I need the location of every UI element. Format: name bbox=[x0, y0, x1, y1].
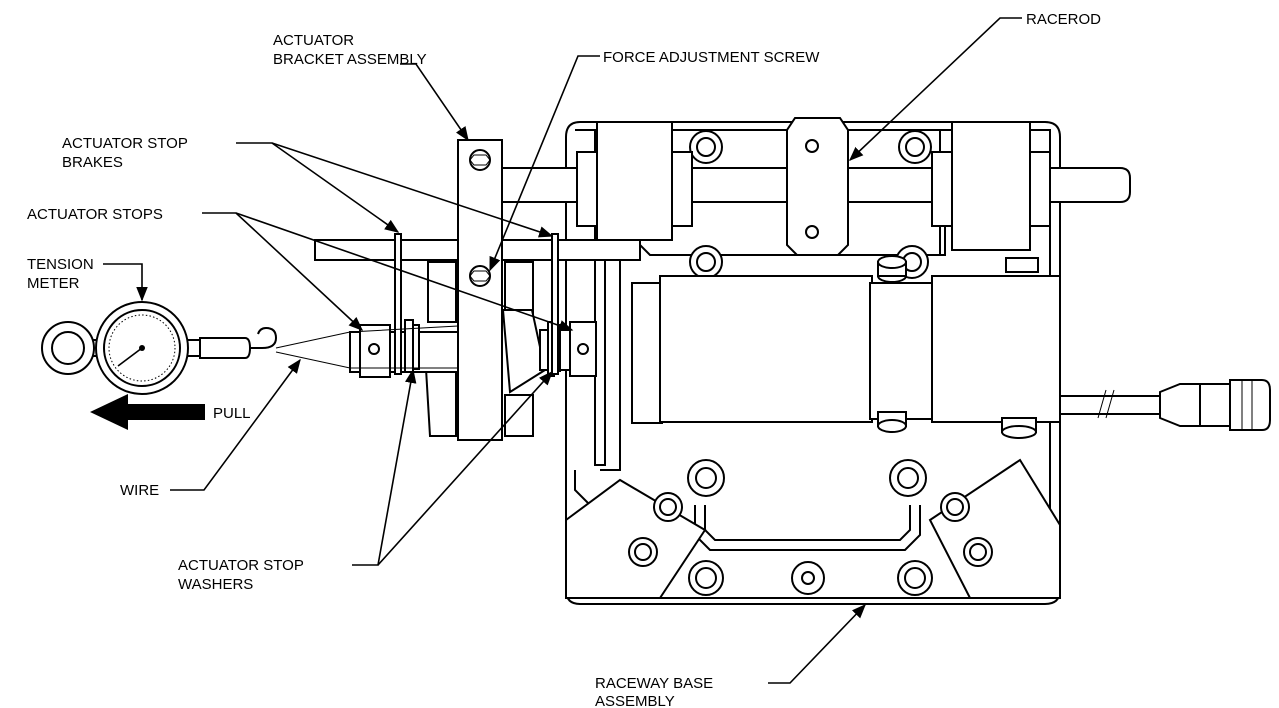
mounting-hole bbox=[897, 560, 933, 596]
mounting-hole bbox=[791, 561, 825, 595]
actuator-bracket-assembly bbox=[314, 139, 641, 441]
label-raceway-base-line1: RACEWAY BASE bbox=[595, 675, 713, 692]
label-actuator-stop-brakes-line1: ACTUATOR STOP bbox=[62, 135, 188, 152]
label-actuator-stop-washers-line2: WASHERS bbox=[178, 576, 253, 593]
mounting-hole bbox=[940, 492, 970, 522]
mounting-hole bbox=[689, 130, 723, 164]
pull-arrow bbox=[90, 394, 205, 430]
mounting-hole bbox=[688, 560, 724, 596]
mounting-hole bbox=[689, 245, 723, 279]
label-tension-meter-line1: TENSION bbox=[27, 256, 94, 273]
label-force-adjustment-screw: FORCE ADJUSTMENT SCREW bbox=[603, 49, 820, 66]
label-raceway-base-line2: ASSEMBLY bbox=[595, 693, 675, 708]
label-actuator-bracket-line1: ACTUATOR bbox=[273, 32, 354, 49]
cable-connector bbox=[1060, 379, 1271, 431]
label-racerod: RACEROD bbox=[1026, 11, 1101, 28]
label-pull: PULL bbox=[213, 405, 251, 422]
tension-meter bbox=[41, 301, 459, 395]
mounting-hole bbox=[963, 537, 993, 567]
mounting-hole bbox=[628, 537, 658, 567]
mounting-hole bbox=[889, 459, 927, 497]
mounting-hole bbox=[653, 492, 683, 522]
label-actuator-bracket-line2: BRACKET ASSEMBLY bbox=[273, 51, 427, 68]
label-wire: WIRE bbox=[120, 482, 159, 499]
label-actuator-stop-washers-line1: ACTUATOR STOP bbox=[178, 557, 304, 574]
actuator-body bbox=[631, 255, 1061, 439]
mounting-hole bbox=[898, 130, 932, 164]
mounting-hole bbox=[687, 459, 725, 497]
label-actuator-stops: ACTUATOR STOPS bbox=[27, 206, 163, 223]
label-actuator-stop-brakes-line2: BRAKES bbox=[62, 154, 123, 171]
label-tension-meter-line2: METER bbox=[27, 275, 80, 292]
racerod bbox=[499, 117, 1131, 256]
leader-lines bbox=[103, 17, 1022, 684]
